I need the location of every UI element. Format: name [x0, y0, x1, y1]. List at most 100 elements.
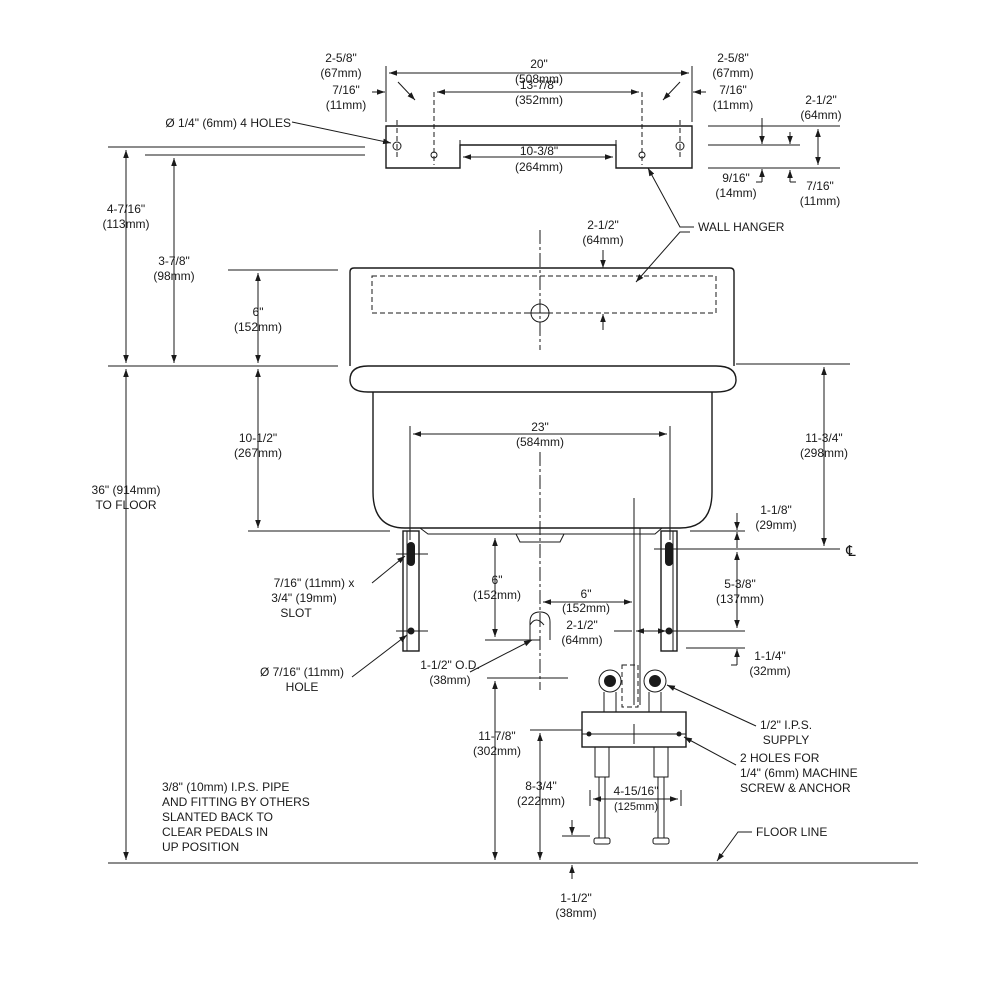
- dim-1-1-8-mm: (29mm): [755, 518, 796, 532]
- dim-23-mm: (584mm): [516, 435, 564, 449]
- dim-2-1-2-mid: 2-1/2": [566, 618, 598, 632]
- hanger-hole: [675, 141, 685, 151]
- slot-icon: [665, 542, 673, 566]
- right-pedal-housing: [653, 746, 669, 778]
- valve-hidden-body: [621, 664, 639, 708]
- dim-1-1-2-bottom: 1-1/2": [560, 891, 592, 905]
- hole-note-line1: Ø 7/16" (11mm): [260, 665, 344, 679]
- hanger-height-mm: (64mm): [800, 108, 841, 122]
- hanger-right-edge-dim: 2-5/8": [717, 51, 749, 65]
- sink-bowl: [372, 392, 713, 529]
- screw-note-line2: 1/4" (6mm) MACHINE: [740, 766, 858, 780]
- dim-2-1-2-top: 2-1/2": [587, 218, 619, 232]
- dim-3-7-8: 3-7/8": [158, 254, 190, 268]
- hanger-inner-mm: (352mm): [515, 93, 563, 107]
- left-pedal-housing: [594, 746, 610, 778]
- centerline-symbol: ℄: [845, 543, 856, 560]
- od-note-line2: (38mm): [429, 673, 470, 687]
- dim-6-drain-mm: (152mm): [473, 588, 521, 602]
- dim-6-back-mm: (152mm): [234, 320, 282, 334]
- hanger-inner-dim: 13-7/8": [520, 78, 558, 92]
- hanger-right-hole-mm: (11mm): [713, 98, 753, 112]
- hanger-notch-dim: 10-3/8": [520, 144, 558, 158]
- left-pedal-foot: [593, 837, 611, 845]
- dim-8-3-4-mm: (222mm): [517, 794, 565, 808]
- screw-note-line3: SCREW & ANCHOR: [740, 781, 851, 795]
- dim-4-15-16: 4-15/16": [614, 784, 659, 798]
- hanger-holes-note: Ø 1/4" (6mm) 4 HOLES: [165, 116, 291, 130]
- hanger-overall-mm: (508mm): [515, 72, 563, 86]
- ips-note-line2: SUPPLY: [763, 733, 809, 747]
- dim-23: 23": [531, 420, 549, 434]
- hanger-hidden-outline: [371, 275, 717, 314]
- dim-1-1-2-bottom-mm: (38mm): [555, 906, 596, 920]
- dim-36-to-floor-label: TO FLOOR: [95, 498, 156, 512]
- sink-body: [349, 230, 850, 543]
- hanger-hole-drop-mm: (11mm): [800, 194, 840, 208]
- dim-6-drain: 6": [492, 573, 503, 587]
- pipe-note-line1: 3/8" (10mm) I.P.S. PIPE: [162, 780, 289, 794]
- od-note-line1: 1-1/2" O.D.: [420, 658, 480, 672]
- hanger-notch-mm: (264mm): [515, 160, 563, 174]
- hanger-height-dim: 2-1/2": [805, 93, 837, 107]
- wall-hanger-label: WALL HANGER: [698, 220, 785, 234]
- dim-6-horiz: 6": [581, 587, 592, 601]
- hanger-hole-drop-dim: 7/16": [806, 179, 834, 193]
- pipe-note-line3: SLANTED BACK TO: [162, 810, 273, 824]
- pipe-note-line2: AND FITTING BY OTHERS: [162, 795, 310, 809]
- hanger-left-hole-mm: (11mm): [326, 98, 366, 112]
- right-leg: [654, 530, 745, 652]
- right-leg-bracket: [660, 530, 678, 652]
- hanger-left-edge-dim: 2-5/8": [325, 51, 357, 65]
- slot-note-line3: SLOT: [280, 606, 312, 620]
- hanger-left-hole-dim: 7/16": [332, 83, 360, 97]
- slot-note-line2: 3/4" (19mm): [271, 591, 337, 605]
- hanger-left-edge-mm: (67mm): [320, 66, 361, 80]
- hole-note-line2: HOLE: [286, 680, 319, 694]
- drain-cap: [515, 533, 565, 543]
- left-dimensions: [108, 146, 918, 864]
- dim-2-1-2-mid-mm: (64mm): [561, 633, 602, 647]
- right-pedal-foot: [652, 837, 670, 845]
- left-leg-bracket: [402, 530, 420, 652]
- dim-11-7-8-mm: (302mm): [473, 744, 521, 758]
- hanger-right-edge-mm: (67mm): [712, 66, 753, 80]
- dim-1-1-4: 1-1/4": [754, 649, 786, 663]
- hanger-notch-depth-mm: (14mm): [715, 186, 756, 200]
- left-leg: [396, 530, 428, 652]
- dim-5-3-8-mm: (137mm): [716, 592, 764, 606]
- hanger-notch-depth-dim: 9/16": [722, 171, 750, 185]
- dim-4-7-16-mm: (113mm): [102, 217, 149, 231]
- dim-1-1-8: 1-1/8": [760, 503, 792, 517]
- screw-note-line1: 2 HOLES FOR: [740, 751, 820, 765]
- dim-11-3-4-mm: (298mm): [800, 446, 848, 460]
- left-supply-fitting: [598, 669, 622, 693]
- slot-note-line1: 7/16" (11mm) x: [274, 576, 355, 590]
- dim-11-7-8: 11-7/8": [478, 729, 515, 743]
- pipe-note-line4: CLEAR PEDALS IN: [162, 825, 268, 839]
- dim-2-1-2-top-mm: (64mm): [582, 233, 623, 247]
- floor-line-label: FLOOR LINE: [756, 825, 827, 839]
- dim-11-3-4: 11-3/4": [805, 431, 842, 445]
- sink-bottom-plate: [419, 527, 663, 535]
- dim-8-3-4: 8-3/4": [525, 779, 557, 793]
- dim-10-1-2: 10-1/2": [239, 431, 277, 445]
- dim-3-7-8-mm: (98mm): [153, 269, 194, 283]
- dim-36-to-floor: 36" (914mm): [92, 483, 161, 497]
- dim-6-horiz-mm: (152mm): [562, 601, 610, 615]
- drain-stub: [529, 611, 551, 640]
- dim-5-3-8: 5-3/8": [724, 577, 756, 591]
- sink-rim: [349, 365, 737, 393]
- dim-6-back: 6": [253, 305, 264, 319]
- dim-4-15-16-mm: (125mm): [614, 801, 658, 813]
- dim-10-1-2-mm: (267mm): [234, 446, 282, 460]
- pipe-note-line5: UP POSITION: [162, 840, 239, 854]
- dim-1-1-4-mm: (32mm): [749, 664, 790, 678]
- sink-backsplash: [349, 267, 735, 366]
- wall-hanger: [291, 66, 840, 183]
- ips-note-line1: 1/2" I.P.S.: [760, 718, 812, 732]
- hanger-right-hole-dim: 7/16": [719, 83, 747, 97]
- dim-4-7-16: 4-7/16": [107, 202, 145, 216]
